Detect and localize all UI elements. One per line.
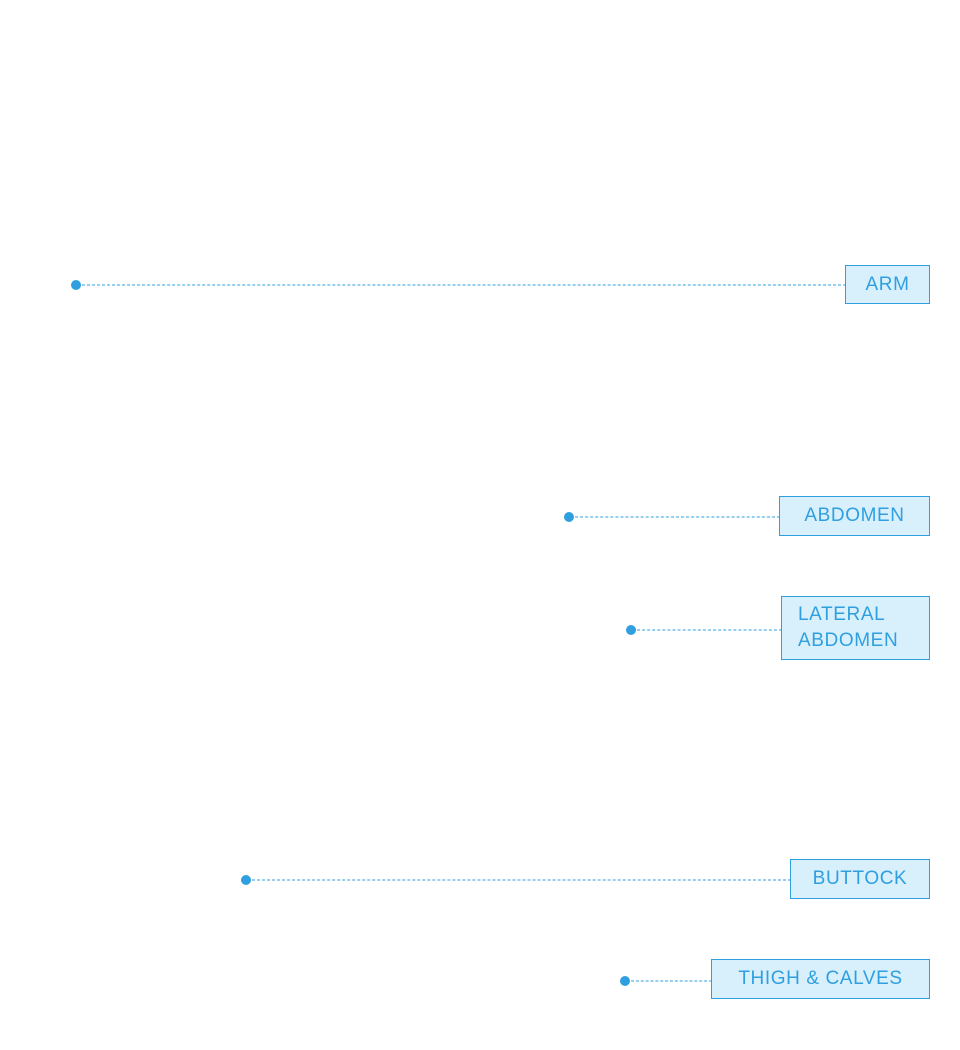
buttock-marker-dot	[241, 875, 251, 885]
lateral-abdomen-label-line-1: LATERAL	[798, 604, 886, 625]
abdomen-leader-line	[575, 516, 780, 518]
thigh-calves-label-text: THIGH & CALVES	[738, 968, 903, 989]
lateral-abdomen-leader-line	[637, 629, 782, 631]
arm-label-text: ARM	[865, 273, 910, 295]
abdomen-label-text: ABDOMEN	[804, 505, 905, 526]
arm-label: ARM	[845, 265, 930, 304]
arm-leader-line	[82, 284, 846, 286]
thigh-calves-leader-line	[631, 980, 712, 982]
arm-marker-dot	[71, 280, 81, 290]
lateral-abdomen-label-line-2: ABDOMEN	[798, 630, 899, 651]
buttock-label: BUTTOCK	[790, 859, 930, 899]
buttock-leader-line	[252, 879, 791, 881]
lateral-abdomen-marker-dot	[626, 625, 636, 635]
thigh-calves-label: THIGH & CALVES	[711, 959, 930, 999]
abdomen-marker-dot	[564, 512, 574, 522]
thigh-calves-marker-dot	[620, 976, 630, 986]
lateral-abdomen-label: LATERAL ABDOMEN	[781, 596, 930, 660]
abdomen-label: ABDOMEN	[779, 496, 930, 536]
buttock-label-text: BUTTOCK	[812, 868, 908, 889]
